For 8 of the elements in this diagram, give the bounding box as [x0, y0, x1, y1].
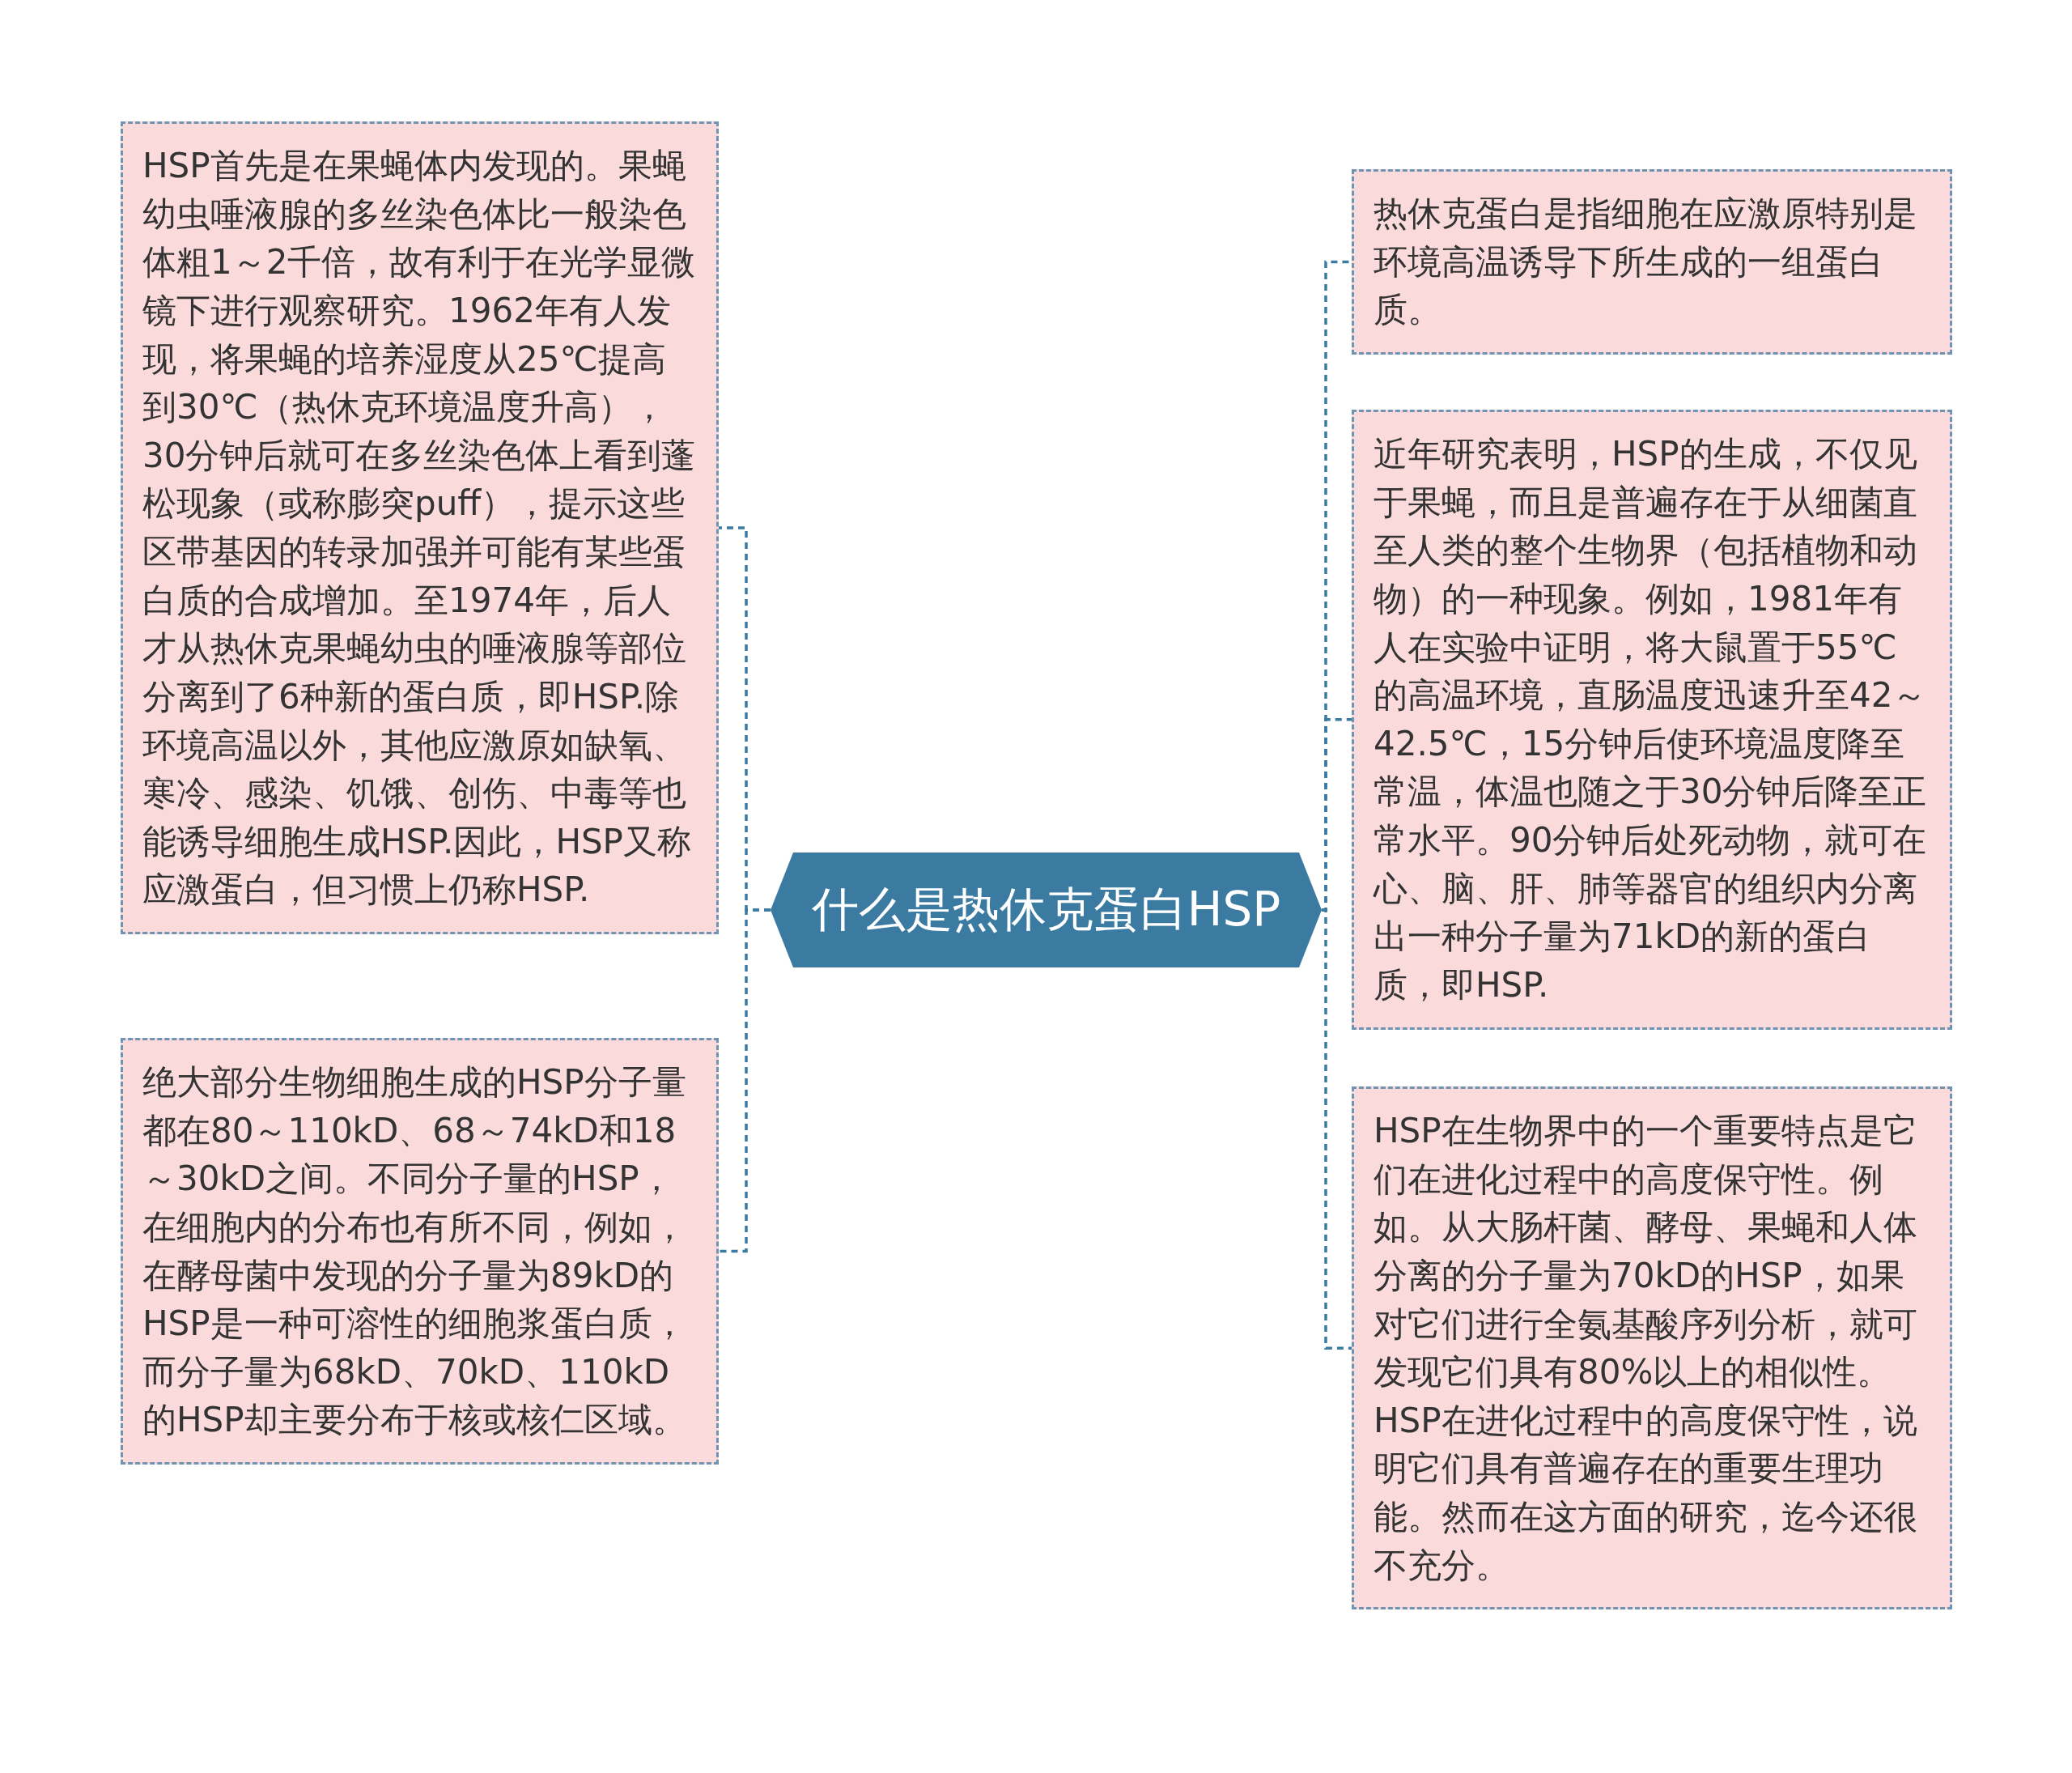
text-box: HSP在生物界中的一个重要特点是它们在进化过程中的高度保守性。例如。从大肠杆菌、酵母、果蝇和人体分离的分子量为70kD的HSP，如果对它们进行全氨基酸序列分析，就可发现它们具有80%以上的相似性。HSP在进化过程中的高度保守性，说明它们具有普遍存在的重要生理功能。然而在这方面的研究，迄今还很不充分。: [1352, 1086, 1952, 1610]
text-box: HSP首先是在果蝇体内发现的。果蝇幼虫唾液腺的多丝染色体比一般染色体粗1～2千倍，故有利于在光学显微镜下进行观察研究。1962年有人发现，将果蝇的培养湿度从25℃提高到30℃（热休克环境温度升高），30分钟后就可在多丝染色体上看到蓬松现象（或称膨突puff），提示这些区带基因的转录加强并可能有某些蛋白质的合成增加。至1974年，后人才从热休克果蝇幼虫的唾液腺等部位分离到了6种新的蛋白质，即HSP.除环境高温以外，其他应激原如缺氧、寒冷、感染、饥饿、创伤、中毒等也能诱导细胞生成HSP.因此，HSP又称应激蛋白，但习惯上仍称HSP.: [121, 121, 719, 934]
text-box: 近年研究表明，HSP的生成，不仅见于果蝇，而且是普遍存在于从细菌直至人类的整个生物界（包括植物和动物）的一种现象。例如，1981年有人在实验中证明，将大鼠置于55℃的高温环境，直肠温度迅速升至42～42.5℃，15分钟后使环境温度降至常温，体温也随之于30分钟后降至正常水平。90分钟后处死动物，就可在心、脑、肝、肺等器官的组织内分离出一种分子量为71kD的新的蛋白质，即HSP.: [1352, 410, 1952, 1030]
text-box: 绝大部分生物细胞生成的HSP分子量都在80～110kD、68～74kD和18～30kD之间。不同分子量的HSP，在细胞内的分布也有所不同，例如，在酵母菌中发现的分子量为89kD的HSP是一种可溶性的细胞浆蛋白质，而分子量为68kD、70kD、110kD的HSP却主要分布于核或核仁区域。: [121, 1038, 719, 1465]
text-box: 热休克蛋白是指细胞在应激原特别是环境高温诱导下所生成的一组蛋白质。: [1352, 169, 1952, 355]
connector: [1321, 908, 1352, 1350]
connector: [719, 908, 771, 1253]
topic-hexagon: 什么是热休克蛋白HSP: [771, 852, 1322, 967]
